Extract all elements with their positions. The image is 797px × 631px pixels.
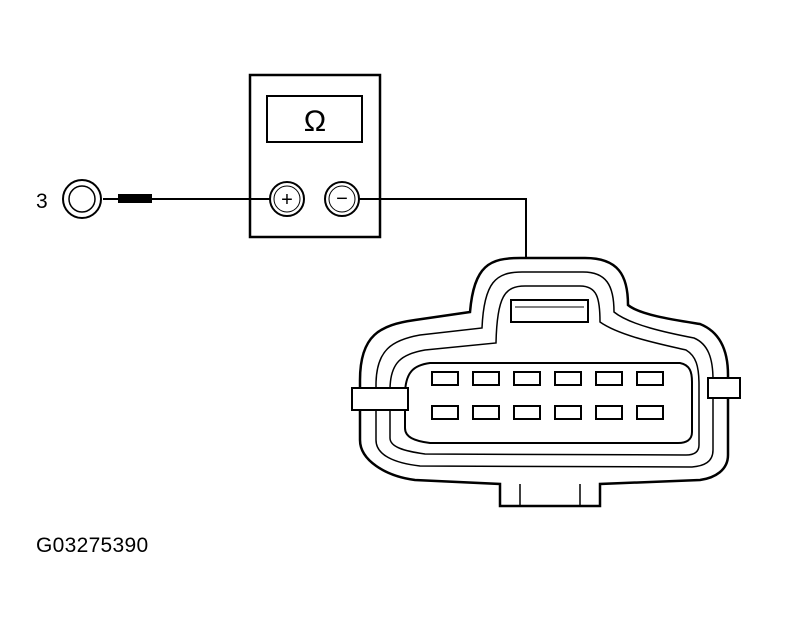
connector-outline-2 bbox=[375, 271, 714, 468]
connector-pin-r2-c4 bbox=[554, 405, 582, 420]
ground-eyelet-inner bbox=[68, 185, 96, 213]
connector-pin-r1-c5 bbox=[595, 371, 623, 386]
multimeter: Ω + − bbox=[248, 73, 382, 239]
connector-pin-r2-c6 bbox=[636, 405, 664, 420]
connector-pin-r1-c3 bbox=[513, 371, 541, 386]
meter-display bbox=[266, 95, 363, 143]
connector-pin-r2-c3 bbox=[513, 405, 541, 420]
positive-terminal-label: + bbox=[281, 189, 293, 211]
connector-inner-cavity bbox=[404, 362, 693, 444]
connector-pin-r2-c2 bbox=[472, 405, 500, 420]
ground-callout: 3 bbox=[36, 190, 48, 213]
connector-pin-r1-c1 bbox=[431, 371, 459, 386]
connector-pin-r2-c5 bbox=[595, 405, 623, 420]
figure-id: G03275390 bbox=[36, 534, 149, 557]
connector-housing bbox=[358, 256, 730, 508]
connector-latch bbox=[510, 299, 589, 323]
electrical-connector bbox=[351, 256, 741, 508]
connector-pin-r1-c2 bbox=[472, 371, 500, 386]
right-side-rib bbox=[707, 377, 741, 399]
connector-pin-r2-c1 bbox=[431, 405, 459, 420]
connector-pin-r1-c4 bbox=[554, 371, 582, 386]
negative-terminal-label: − bbox=[336, 188, 348, 210]
ground-point: 3 bbox=[36, 179, 152, 219]
connector-outline-3 bbox=[389, 285, 700, 456]
connector-pins bbox=[431, 371, 664, 420]
ohm-symbol: Ω bbox=[304, 105, 326, 138]
ground-probe bbox=[118, 194, 152, 203]
left-side-rib bbox=[351, 387, 409, 411]
connector-pin-r1-c6 bbox=[636, 371, 664, 386]
